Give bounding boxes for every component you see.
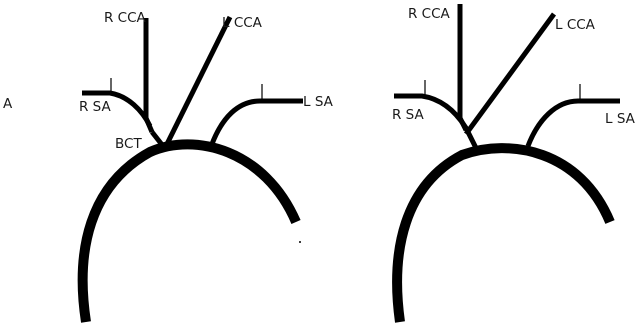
right-right-subclavian-artery xyxy=(394,93,479,150)
left-label-bct: BCT xyxy=(115,136,142,152)
left-aortic-arch-diagram: R CCA L CCA R SA L SA BCT A xyxy=(3,10,334,323)
left-right-common-carotid-artery xyxy=(143,18,155,133)
left-label-r-sa: R SA xyxy=(79,99,111,115)
left-left-common-carotid-artery xyxy=(163,15,233,148)
left-right-subclavian-artery xyxy=(82,90,153,128)
right-label-r-cca: R CCA xyxy=(408,6,451,22)
right-right-common-carotid-artery xyxy=(457,4,469,132)
left-label-l-cca: L CCA xyxy=(222,15,263,31)
edge-fragment-label: A xyxy=(3,96,13,112)
right-label-l-cca: L CCA xyxy=(555,17,596,33)
right-left-common-carotid-artery xyxy=(463,12,557,136)
right-label-l-sa: L SA xyxy=(605,111,636,127)
right-label-r-sa: R SA xyxy=(392,107,424,123)
right-left-subclavian-artery xyxy=(525,98,620,147)
left-brachiocephalic-trunk xyxy=(150,130,165,148)
left-label-r-cca: R CCA xyxy=(104,10,147,26)
right-aortic-arch xyxy=(392,143,615,323)
left-label-l-sa: L SA xyxy=(303,94,334,110)
right-aortic-arch-diagram: R CCA L CCA R SA L SA xyxy=(392,4,636,323)
left-left-subclavian-artery xyxy=(209,98,303,145)
left-aortic-arch xyxy=(77,139,301,323)
stray-dot xyxy=(299,241,301,243)
